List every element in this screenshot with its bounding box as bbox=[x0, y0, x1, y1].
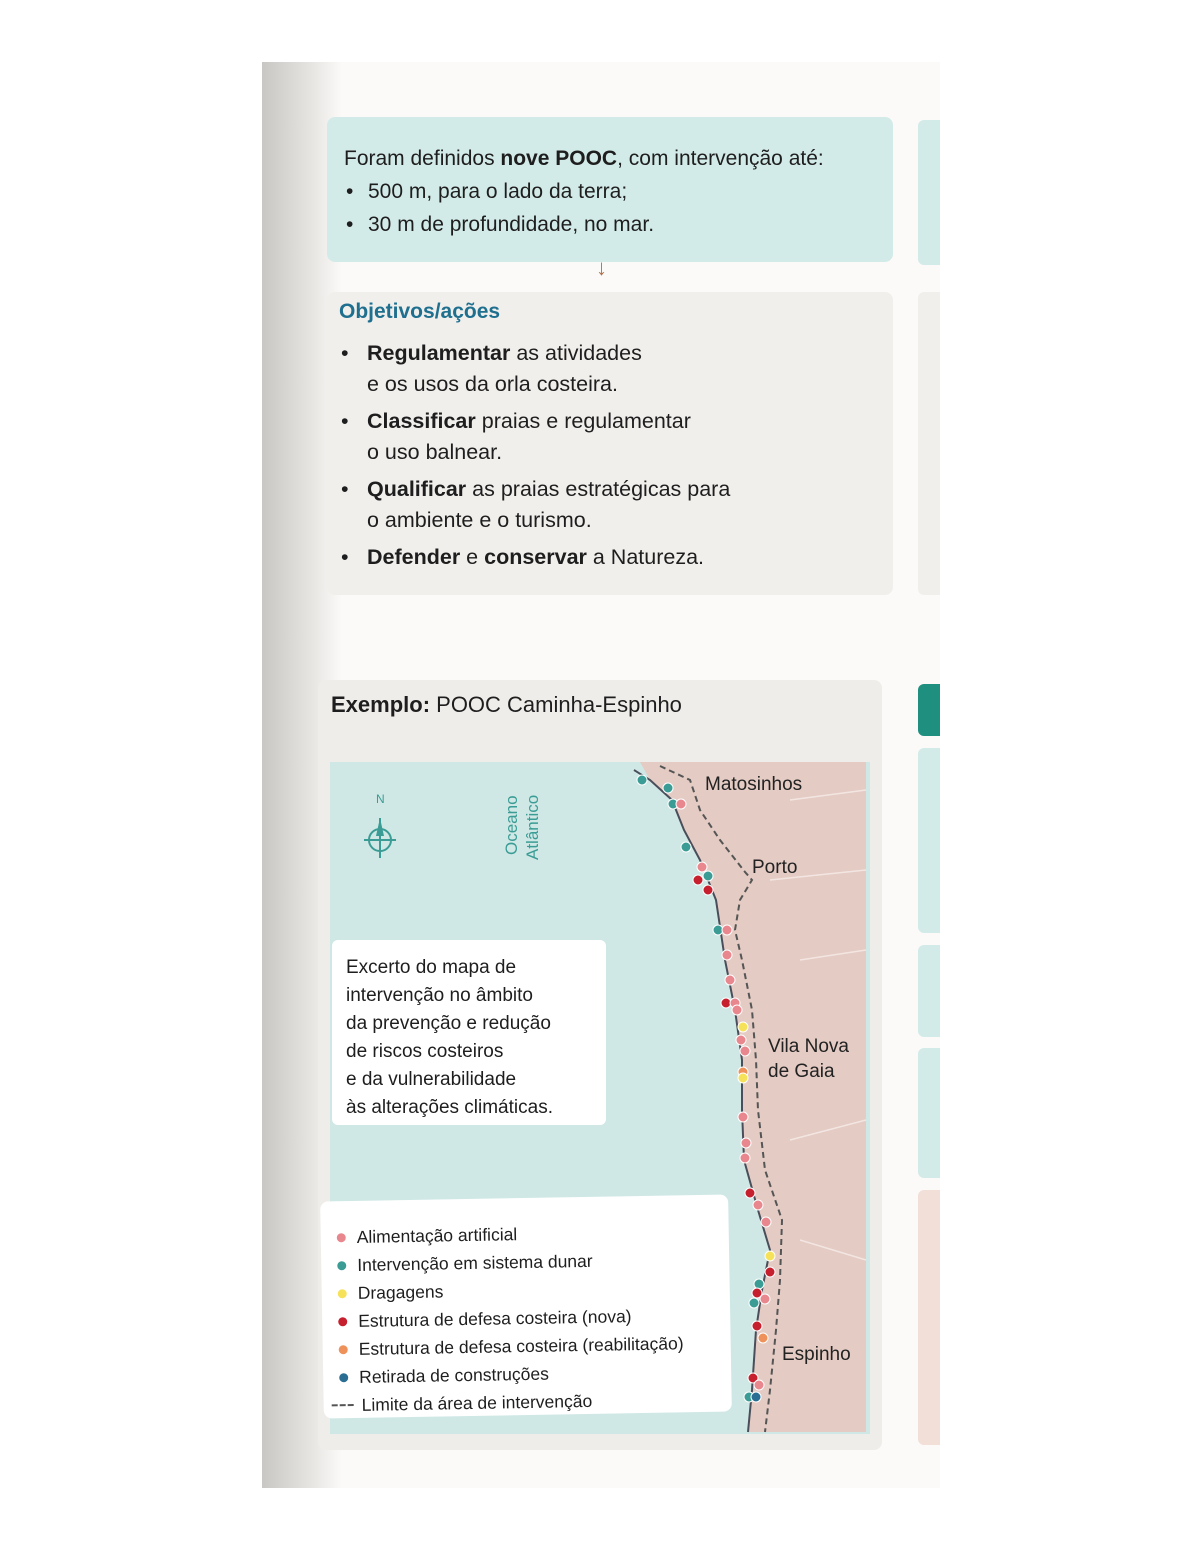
intervention-point bbox=[692, 874, 704, 886]
objective-item: Qualificar as praias estratégicas parao … bbox=[339, 474, 893, 536]
intervention-point bbox=[760, 1216, 772, 1228]
ocean-label: Atlântico bbox=[523, 795, 542, 860]
intervention-point bbox=[753, 1278, 765, 1290]
intervention-point bbox=[636, 774, 648, 786]
intervention-point bbox=[731, 1004, 743, 1016]
place-porto: Porto bbox=[752, 857, 797, 878]
objectives-box: Objetivos/ações Regulamentar as atividad… bbox=[327, 292, 893, 595]
next-column-header bbox=[918, 684, 940, 736]
intervention-point bbox=[764, 1266, 776, 1278]
intro-bold: nove POOC bbox=[500, 147, 618, 170]
next-column-box bbox=[918, 1048, 940, 1178]
legend-dot bbox=[338, 1316, 348, 1326]
intervention-point bbox=[740, 1137, 752, 1149]
place-matosinhos: Matosinhos bbox=[705, 774, 802, 795]
intervention-boundary bbox=[659, 765, 784, 1433]
intro-bullet: 30 m de profundidade, no mar. bbox=[344, 208, 893, 241]
intervention-point bbox=[737, 1111, 749, 1123]
intervention-point bbox=[735, 1034, 747, 1046]
intervention-point bbox=[751, 1320, 763, 1332]
land bbox=[640, 762, 866, 1432]
intervention-point bbox=[748, 1297, 760, 1309]
intervention-point bbox=[751, 1287, 763, 1299]
objective-item: Defender e conservar a Natureza. bbox=[339, 542, 893, 573]
intervention-point bbox=[702, 884, 714, 896]
intervention-point bbox=[721, 949, 733, 961]
map-description: Excerto do mapa de intervenção no âmbito… bbox=[332, 940, 606, 1125]
intervention-point bbox=[721, 924, 733, 936]
legend-dot bbox=[337, 1260, 347, 1270]
legend-dot bbox=[337, 1288, 347, 1298]
example-title: Exemplo: POOC Caminha-Espinho bbox=[331, 692, 682, 717]
intervention-point bbox=[696, 861, 708, 873]
arrow-down-icon: ↓ bbox=[596, 255, 607, 280]
intervention-point bbox=[739, 1045, 751, 1057]
intro-text-end: , com intervenção até: bbox=[617, 147, 824, 170]
intervention-points bbox=[636, 774, 776, 1403]
legend-label: Dragagens bbox=[357, 1281, 444, 1303]
dashed-line-icon bbox=[331, 1404, 354, 1407]
intervention-point bbox=[750, 1391, 762, 1403]
objectives-title: Objetivos/ações bbox=[339, 300, 501, 323]
next-column-box bbox=[918, 292, 940, 595]
ocean-label: Oceano bbox=[502, 795, 521, 855]
intervention-point bbox=[662, 782, 674, 794]
intervention-point bbox=[675, 798, 687, 810]
north-label: N bbox=[376, 792, 385, 806]
legend-label: Estrutura de defesa costeira (reabilitaç… bbox=[358, 1333, 684, 1359]
intervention-point bbox=[747, 1372, 759, 1384]
intervention-point bbox=[680, 841, 692, 853]
place-gaia: de Gaia bbox=[768, 1061, 835, 1082]
next-column-box bbox=[918, 945, 940, 1037]
place-gaia: Vila Nova bbox=[768, 1036, 849, 1057]
legend-label: Alimentação artificial bbox=[356, 1224, 518, 1247]
intervention-point bbox=[724, 974, 736, 986]
intro-text-start: Foram definidos bbox=[344, 147, 501, 170]
intervention-point bbox=[753, 1379, 765, 1391]
legend-dot bbox=[338, 1344, 348, 1354]
intro-bullet: 500 m, para o lado da terra; bbox=[344, 175, 893, 208]
intervention-point bbox=[744, 1187, 756, 1199]
intro-text: Foram definidos nove POOC, com intervenç… bbox=[344, 143, 893, 175]
legend-label: Retirada de construções bbox=[359, 1363, 550, 1387]
intervention-point bbox=[737, 1072, 749, 1084]
intervention-point bbox=[737, 1021, 749, 1033]
intervention-point bbox=[752, 1199, 764, 1211]
description-text: Excerto do mapa de intervenção no âmbito… bbox=[346, 957, 553, 1118]
intervention-point bbox=[739, 1152, 751, 1164]
next-column-box bbox=[918, 120, 940, 265]
compass-icon bbox=[364, 818, 396, 858]
legend-dot bbox=[339, 1372, 349, 1382]
intervention-point bbox=[764, 1250, 776, 1262]
next-column-box bbox=[918, 1190, 940, 1445]
intervention-point bbox=[757, 1332, 769, 1344]
legend-dot bbox=[336, 1232, 346, 1242]
coastline bbox=[633, 769, 772, 1433]
legend-label: Intervenção em sistema dunar bbox=[357, 1250, 593, 1275]
intervention-point bbox=[702, 870, 714, 882]
intro-box: Foram definidos nove POOC, com intervenç… bbox=[327, 117, 893, 262]
place-espinho: Espinho bbox=[782, 1344, 851, 1365]
intervention-point bbox=[759, 1293, 771, 1305]
next-column-box bbox=[918, 748, 940, 933]
legend-label: Limite da área de intervenção bbox=[361, 1390, 593, 1415]
